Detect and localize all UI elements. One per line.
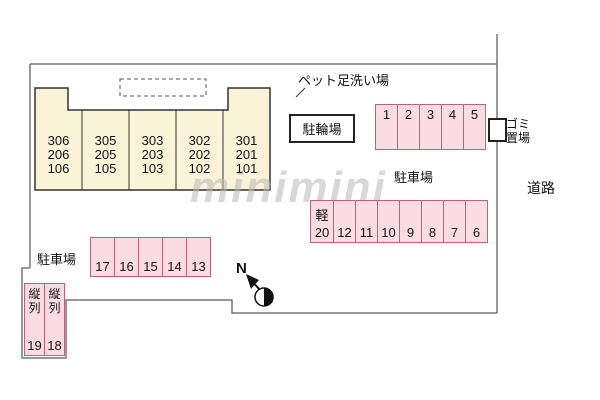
- building-unit: 303 203 103: [129, 134, 176, 176]
- parking-space: 3: [419, 104, 442, 150]
- room-number: 301: [235, 133, 258, 148]
- road-label: 道路: [527, 180, 555, 196]
- parking-lot-label-left: 駐車場: [37, 252, 77, 267]
- parking-space-number: 6: [472, 225, 481, 240]
- parking-space: 1: [375, 104, 398, 150]
- parking-space-number: 15: [143, 259, 158, 274]
- parking-space: 13: [186, 237, 211, 277]
- parking-row-top: 1 2 3 4 5: [375, 104, 486, 150]
- compass-arrowhead: [246, 274, 259, 289]
- parking-space: 17: [90, 237, 115, 277]
- parking-space: 4: [441, 104, 464, 150]
- room-number: 102: [188, 161, 211, 176]
- parking-row-left: 17 16 15 14 13: [90, 237, 211, 277]
- pet-wash-leader-line: [295, 87, 306, 98]
- tandem-parking-space: 縦列 18: [44, 283, 65, 356]
- parking-space-number: 3: [426, 107, 435, 122]
- parking-space: 12: [333, 200, 356, 243]
- parking-space-number: 8: [428, 225, 437, 240]
- parking-space-number: 5: [470, 107, 479, 122]
- parking-space-number: 13: [191, 259, 206, 274]
- parking-space: 16: [114, 237, 139, 277]
- parking-space-number: 19: [27, 338, 42, 353]
- parking-space: 9: [399, 200, 422, 243]
- tandem-label: 縦列: [28, 287, 41, 315]
- parking-space-number: 11: [359, 225, 374, 240]
- dashed-canopy-outline: [119, 78, 207, 97]
- parking-space-number: 18: [47, 338, 62, 353]
- parking-space: 15: [138, 237, 163, 277]
- room-number: 106: [47, 161, 70, 176]
- parking-space-number: 16: [119, 259, 134, 274]
- parking-space-number: 9: [406, 225, 415, 240]
- parking-space-number: 17: [95, 259, 110, 274]
- parking-space-number: 4: [448, 107, 457, 122]
- garbage-label-line2: 置場: [506, 131, 531, 145]
- bicycle-parking-label: 駐輪場: [302, 122, 342, 137]
- parking-space-number: 12: [337, 225, 352, 240]
- building-footprint: [34, 87, 271, 191]
- parking-space: 14: [162, 237, 187, 277]
- parking-lot-label-right: 駐車場: [394, 170, 434, 185]
- room-number: 202: [188, 147, 211, 162]
- parking-space: 11: [355, 200, 378, 243]
- parking-space: 7: [443, 200, 466, 243]
- parking-space-number: 7: [450, 225, 459, 240]
- room-number: 306: [47, 133, 70, 148]
- garbage-box: [488, 118, 507, 142]
- building-unit: 302 202 102: [176, 134, 223, 176]
- room-number: 201: [235, 147, 258, 162]
- parking-space: 8: [421, 200, 444, 243]
- tandem-label: 縦列: [48, 287, 61, 315]
- parking-space-number: 20: [314, 225, 330, 240]
- parking-space: 6: [465, 200, 488, 243]
- parking-row-right: 軽 20 12 11 10 9 8 7 6: [310, 200, 488, 243]
- compass-half-fill: [264, 288, 273, 306]
- compass-north-label: N: [236, 260, 247, 277]
- parking-space-kei: 軽 20: [310, 200, 334, 243]
- parking-space: 2: [397, 104, 420, 150]
- parking-space: 5: [463, 104, 486, 150]
- room-number: 206: [47, 147, 70, 162]
- bicycle-parking-box: 駐輪場: [289, 114, 355, 143]
- room-number: 105: [94, 161, 117, 176]
- building-unit: 301 201 101: [223, 134, 270, 176]
- building-unit: 306 206 106: [35, 134, 82, 176]
- parking-space-number: 10: [381, 225, 396, 240]
- parking-space: 10: [377, 200, 400, 243]
- kei-car-mark: 軽: [315, 208, 329, 223]
- room-number: 303: [141, 133, 164, 148]
- building-unit: 305 205 105: [82, 134, 129, 176]
- garbage-label-line1: ゴミ: [506, 117, 531, 131]
- parking-space-number: 14: [167, 259, 182, 274]
- room-number: 305: [94, 133, 117, 148]
- boundary-bottom-line: [21, 267, 497, 359]
- parking-space-number: 1: [382, 107, 391, 122]
- parking-space-number: 2: [404, 107, 413, 122]
- room-number: 101: [235, 161, 258, 176]
- room-number: 103: [141, 161, 164, 176]
- room-number: 302: [188, 133, 211, 148]
- room-number: 205: [94, 147, 117, 162]
- pet-wash-label: ペット足洗い場: [298, 73, 390, 88]
- tandem-parking-space: 縦列 19: [24, 283, 45, 356]
- room-number: 203: [141, 147, 164, 162]
